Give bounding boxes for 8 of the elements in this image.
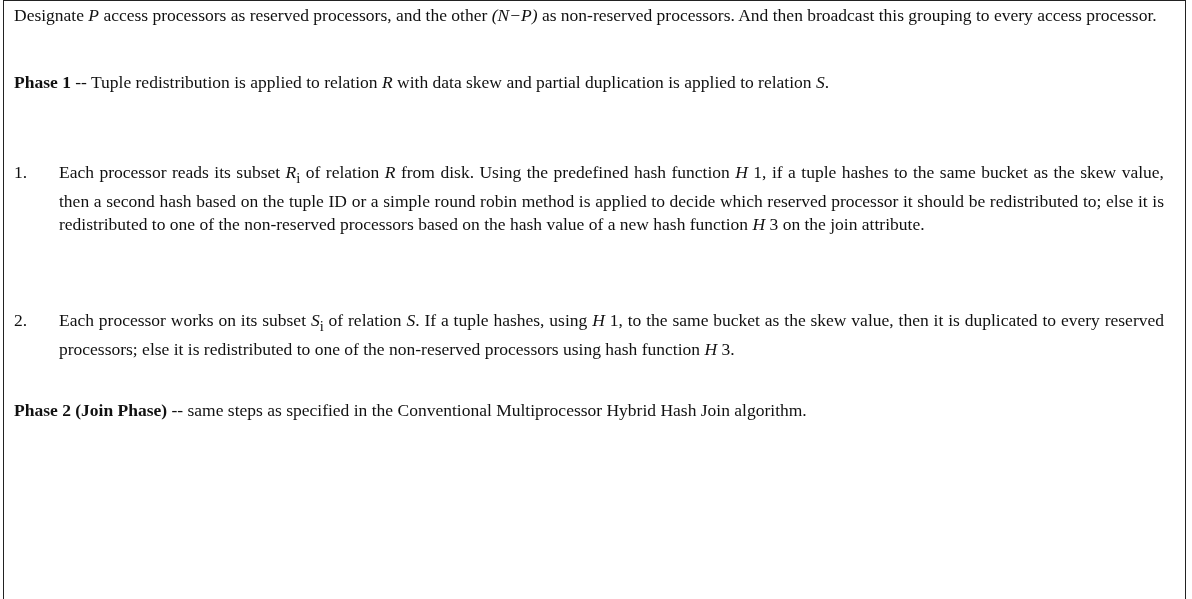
paragraph: Each processor works on its subset S$_{i}$ of relation S. If a tuple hashes, using H 1, to the same bucket as the skew value, then it is duplicated to every reserved processors; else it is redistributed to one of the non-reserved processors using hash function H 3. xyxy=(59,309,1164,361)
paragraph: Designate P access processors as reserved processors, and the other (N−P) as non-reserved processors. And then broadcast this grouping to every access processor. xyxy=(14,4,1158,27)
paragraph: Phase 2 (Join Phase) -- same steps as specified in the Conventional Multiprocessor Hybrid Hash Join algorithm. xyxy=(14,399,808,422)
step-number: 1. xyxy=(14,161,29,184)
paragraph: Phase 1 -- Tuple redistribution is applied to relation R with data skew and partial duplication is applied to relation S. xyxy=(14,71,831,94)
paragraph: Each processor reads its subset R$_{i}$ of relation R from disk. Using the predefined hash function H 1, if a tuple hashes to the same bucket as the skew value, then a second hash based on the tuple ID or a simple round robin method is applied to decide which reserved processor it should be redistributed to; else it is redistributed to one of the non-reserved processors based on the hash value of a new hash function H 3 on the join attribute. xyxy=(59,161,1164,236)
step-number: 2. xyxy=(14,309,29,332)
algorithm-box xyxy=(3,0,1186,599)
